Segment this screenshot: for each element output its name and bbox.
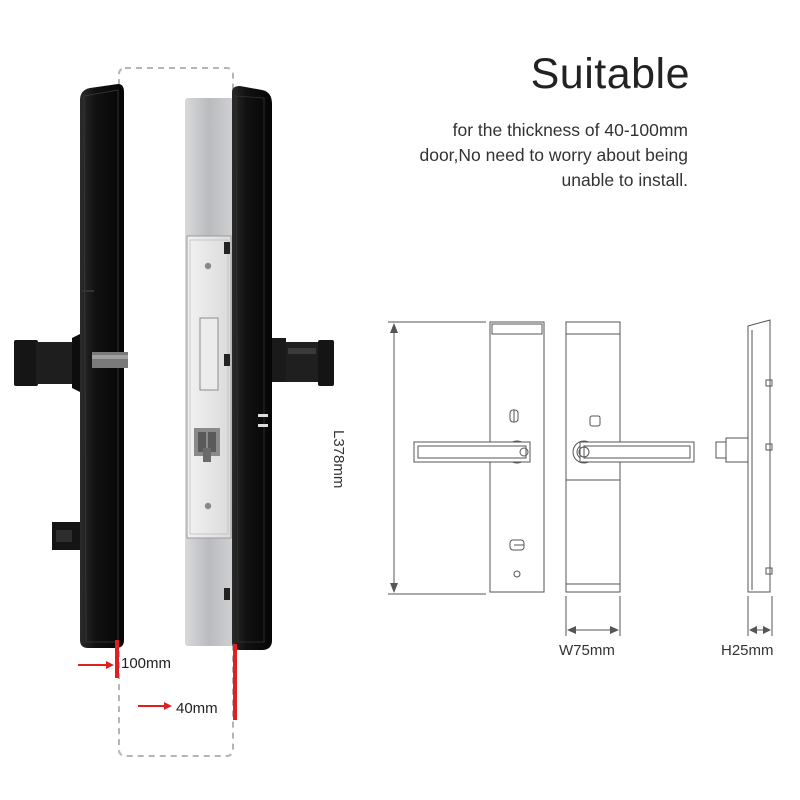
front-view-drawing xyxy=(413,321,545,593)
length-label: L378mm xyxy=(330,430,347,489)
description-line: unable to install. xyxy=(561,170,688,190)
dimension-width xyxy=(565,596,621,636)
dimension-height xyxy=(747,596,773,636)
min-thickness-label: 40mm xyxy=(176,700,218,717)
thickness-40mm-marker xyxy=(138,644,237,720)
dimension-length xyxy=(388,321,486,595)
width-label: W75mm xyxy=(559,642,615,659)
description-line: door,No need to worry about being xyxy=(419,145,688,165)
rear-view-drawing xyxy=(565,321,695,593)
max-thickness-label: 100mm xyxy=(121,655,172,672)
outer-handle xyxy=(14,334,128,392)
description-line: for the thickness of 40-100mm xyxy=(452,120,688,140)
inner-lock-body xyxy=(224,86,272,650)
description: for the thickness of 40-100mm door,No ne… xyxy=(419,118,688,193)
thickness-100mm-marker xyxy=(78,640,119,678)
page-title: Suitable xyxy=(530,50,690,98)
inner-handle xyxy=(272,338,334,386)
side-view-drawing xyxy=(715,319,773,593)
mortise-body xyxy=(186,235,232,539)
height-label: H25mm xyxy=(721,642,774,659)
